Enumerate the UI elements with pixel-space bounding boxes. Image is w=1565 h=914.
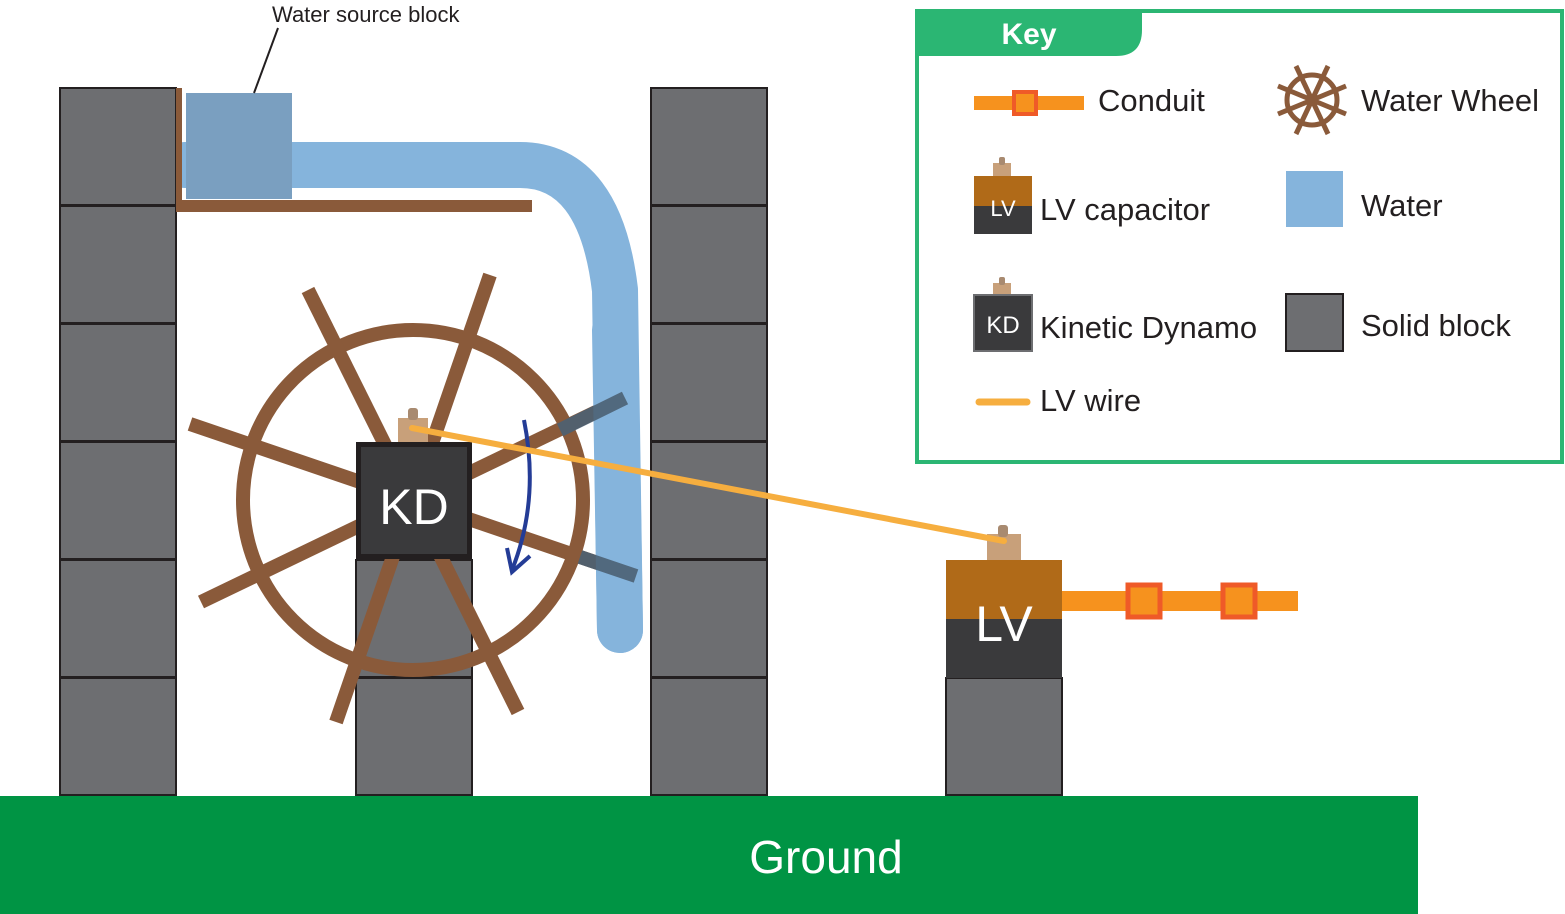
- key-box: [915, 9, 1564, 464]
- lv-capacitor-icon-top: [974, 176, 1032, 206]
- key-legend: Key Conduit Water Wheel LV LV capacitor …: [915, 9, 1564, 464]
- kinetic-dynamo-icon-label: KD: [986, 312, 1019, 339]
- rotation-arrow-icon: [505, 419, 532, 576]
- lv-capacitor-icon-label: LV: [990, 196, 1016, 221]
- kinetic-dynamo-icon: [973, 294, 1033, 352]
- key-title: Key: [1001, 18, 1056, 51]
- key-label-lv-wire: LV wire: [1040, 383, 1141, 418]
- key-label-conduit: Conduit: [1098, 83, 1205, 118]
- terminal-icon: [408, 408, 418, 420]
- solid-block: [59, 323, 177, 442]
- water-source-block: [186, 93, 292, 199]
- lv-capacitor-bottom: [946, 619, 1062, 678]
- key-label-water: Water: [1361, 188, 1443, 223]
- solid-block: [650, 323, 768, 442]
- wooden-shelf-post: [176, 88, 182, 210]
- solid-block: [650, 677, 768, 796]
- wheel-spoke-through-water: [577, 550, 639, 583]
- solid-block: [59, 205, 177, 324]
- solid-block: [650, 205, 768, 324]
- key-tab: [917, 11, 1142, 56]
- lv-capacitor-label: LV: [975, 596, 1033, 652]
- terminal-icon: [999, 277, 1005, 285]
- key-label-water-wheel: Water Wheel: [1361, 83, 1539, 118]
- key-label-kinetic-dynamo: Kinetic Dynamo: [1040, 310, 1257, 345]
- solid-block: [945, 677, 1063, 796]
- water-stream-front: [592, 307, 643, 653]
- kinetic-dynamo-face: [361, 447, 467, 554]
- solid-block: [59, 87, 177, 206]
- left-pillar: [59, 87, 177, 796]
- conduit-joint-icon: [1012, 90, 1038, 116]
- terminal-icon: [998, 525, 1008, 537]
- terminal-icon: [999, 157, 1005, 165]
- right-pillar: [650, 87, 768, 796]
- solid-block: [59, 559, 177, 678]
- ground-label: Ground: [749, 831, 902, 883]
- conduit: [1062, 591, 1298, 611]
- key-label-solid-block: Solid block: [1361, 308, 1511, 343]
- conduit-joint: [1220, 582, 1258, 620]
- lv-wire: [409, 425, 1007, 544]
- water-source-pointer: [253, 27, 279, 94]
- water-source-label: Water source block: [272, 2, 460, 27]
- terminal-icon: [993, 283, 1011, 297]
- solid-block: [650, 559, 768, 678]
- lv-capacitor-top: [946, 560, 1062, 619]
- lv-capacitor-icon-bottom: [974, 206, 1032, 234]
- wooden-shelf: [176, 200, 532, 212]
- wheel-spoke-through-water: [556, 391, 629, 437]
- solid-block: [650, 441, 768, 560]
- solid-block-swatch: [1285, 293, 1344, 352]
- key-label-lv-capacitor: LV capacitor: [1040, 192, 1210, 227]
- kinetic-dynamo-label: KD: [379, 479, 448, 535]
- water-wheel-icon: [1277, 64, 1347, 136]
- solid-block: [650, 87, 768, 206]
- terminal-icon: [993, 163, 1011, 177]
- ground: [0, 796, 1418, 914]
- solid-block: [59, 677, 177, 796]
- conduit-joint: [1125, 582, 1163, 620]
- solid-block: [355, 677, 473, 796]
- water-stream: [162, 142, 643, 653]
- water-swatch: [1286, 171, 1343, 227]
- solid-block: [59, 441, 177, 560]
